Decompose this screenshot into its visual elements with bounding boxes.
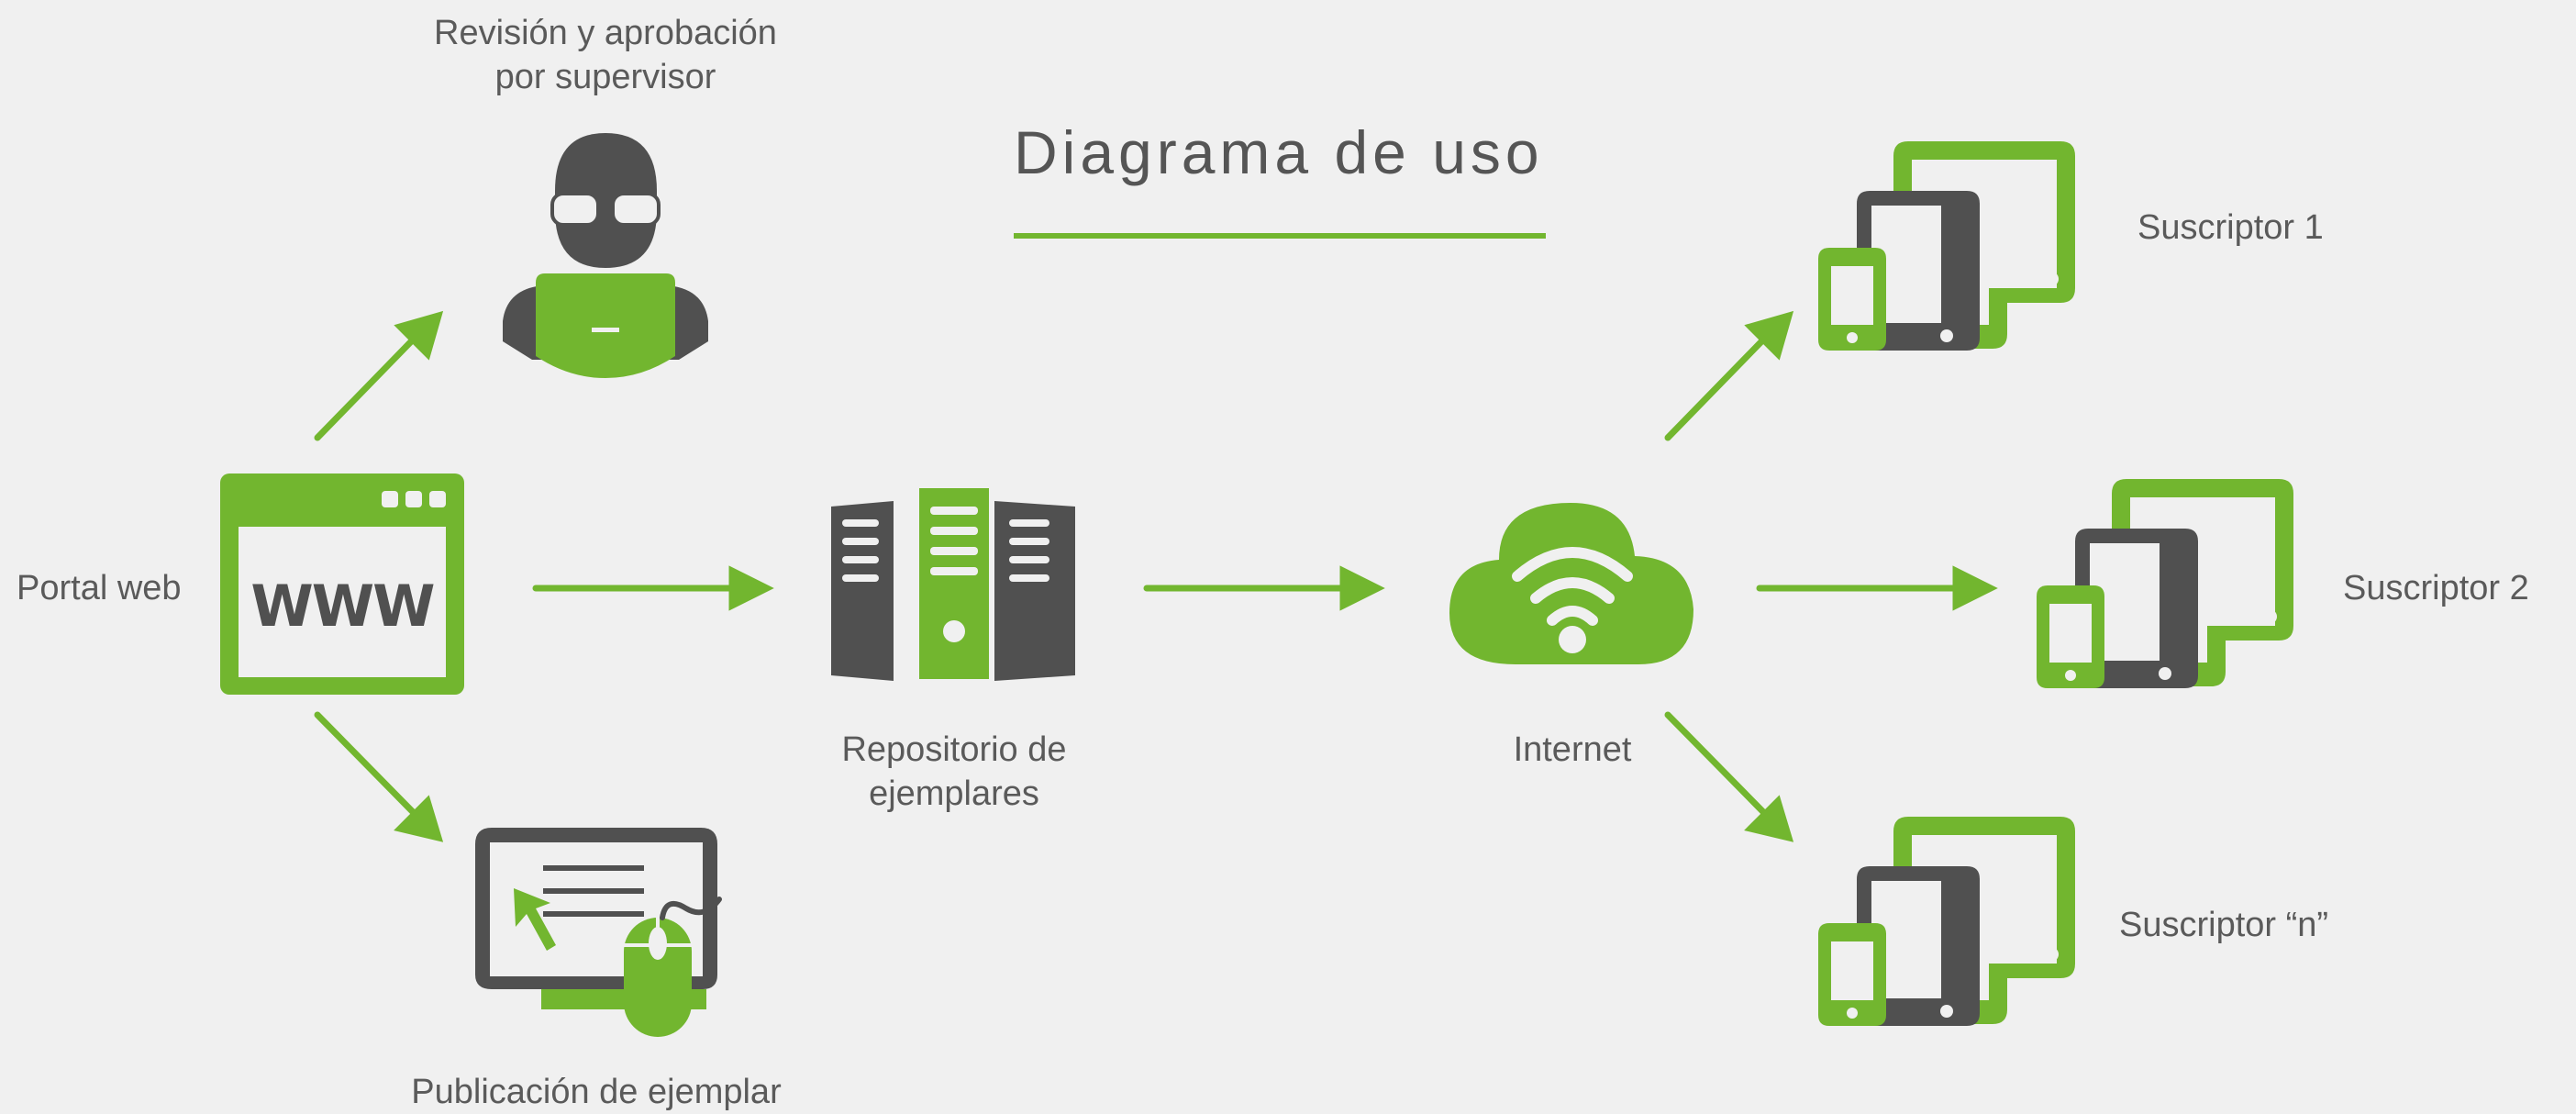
cloud-wifi-icon: [1449, 503, 1693, 664]
label-internet: Internet: [1513, 730, 1632, 769]
title-underline: [1014, 233, 1546, 239]
label-repository-line1: Repositorio de: [841, 730, 1067, 769]
server-rack-icon: [831, 488, 1075, 681]
label-subscriber-n: Suscriptor “n”: [2119, 906, 2329, 944]
label-portal-web: Portal web: [17, 569, 182, 607]
label-repository-line2: ejemplares: [869, 774, 1039, 813]
subscriber-n-devices-icon: [1818, 817, 2075, 1026]
subscriber-1-devices-icon: [1818, 141, 2075, 351]
www-text: WWW: [250, 573, 434, 640]
desktop-mouse-icon: [475, 828, 722, 1037]
diagram-title: Diagrama de uso: [1014, 118, 1544, 186]
arrow-portal-to-supervisor: [314, 310, 444, 441]
arrow-internet-to-subscriber-n: [1664, 711, 1794, 842]
label-publication: Publicación de ejemplar: [411, 1073, 782, 1111]
label-supervisor: Revisión y aprobación por supervisor: [404, 11, 807, 99]
arrow-repository-to-internet: [1143, 565, 1385, 611]
label-supervisor-line2: por supervisor: [494, 58, 716, 96]
label-subscriber-2: Suscriptor 2: [2343, 569, 2529, 607]
reviewer-laptop-icon: [503, 133, 708, 378]
label-subscriber-1: Suscriptor 1: [2137, 208, 2324, 247]
arrow-internet-to-subscriber-2: [1756, 565, 1998, 611]
arrow-portal-to-publication: [314, 711, 444, 842]
browser-www-icon: WWW: [220, 473, 464, 695]
arrow-internet-to-subscriber-1: [1664, 310, 1794, 441]
label-repository: Repositorio de ejemplares: [771, 728, 1138, 816]
arrow-portal-to-repository: [532, 565, 774, 611]
label-supervisor-line1: Revisión y aprobación: [434, 14, 777, 52]
subscriber-2-devices-icon: [2037, 479, 2293, 688]
